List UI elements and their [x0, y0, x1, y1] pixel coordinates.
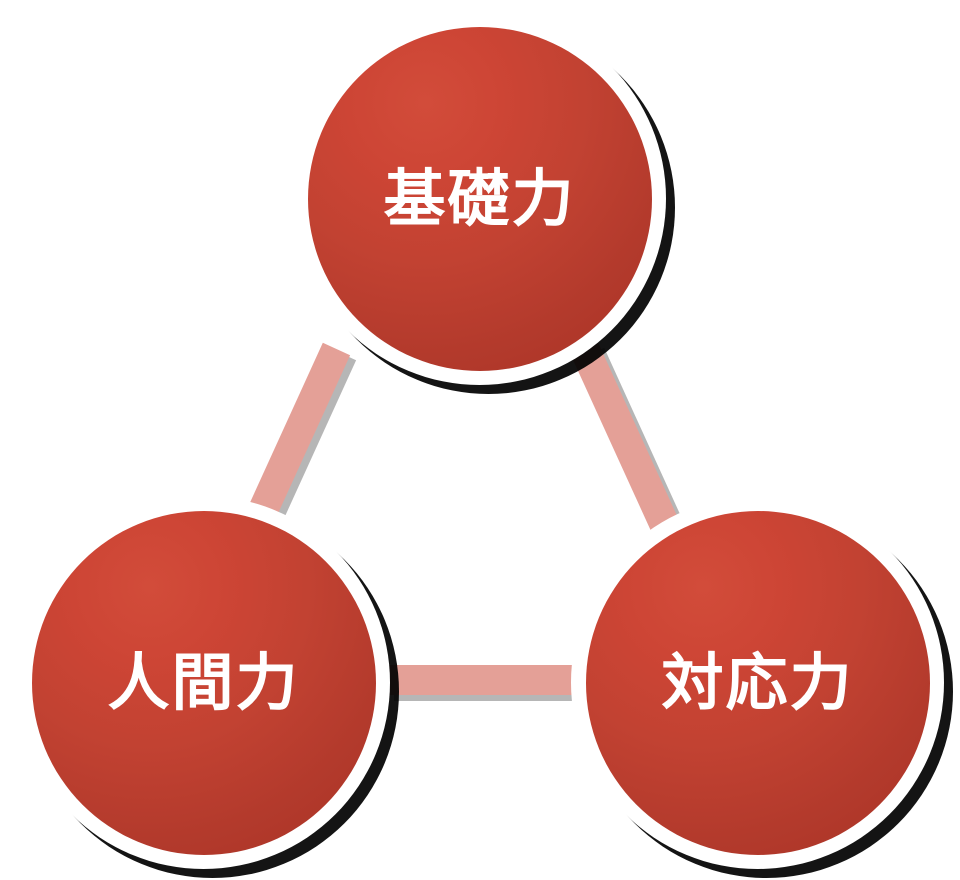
- node-bottom-left-fill: 人間力: [31, 510, 376, 855]
- node-circle-top[interactable]: 基礎力: [293, 12, 666, 385]
- node-circle-bottom-right[interactable]: 対応力: [571, 496, 944, 869]
- connector-bottom-left-to-bottom-right: [388, 665, 574, 695]
- node-circle-bottom-left[interactable]: 人間力: [17, 496, 390, 869]
- node-bottom-left-label: 人間力: [107, 645, 300, 719]
- connector-top-to-bottom-right: [570, 342, 682, 538]
- node-top-label: 基礎力: [383, 161, 576, 235]
- node-bottom-right-fill: 対応力: [585, 510, 930, 855]
- node-top-fill: 基礎力: [307, 26, 652, 371]
- node-bottom-right-label: 対応力: [661, 645, 854, 719]
